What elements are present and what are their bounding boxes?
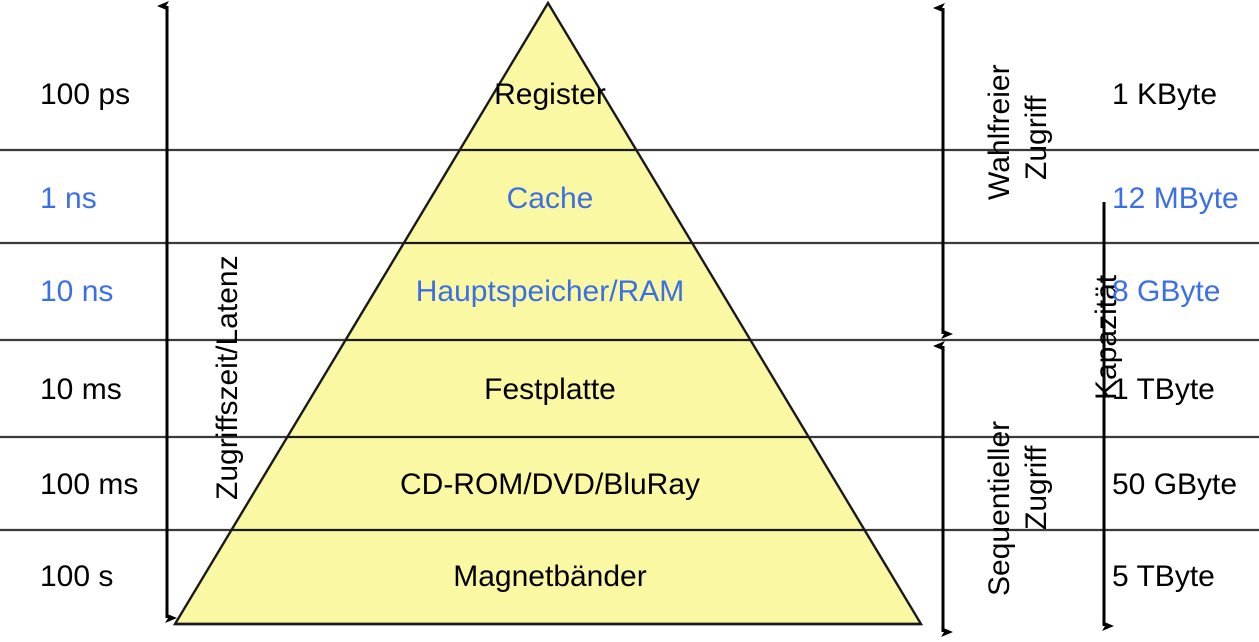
sequential-access-caption-line2: Zugriff [1020, 445, 1053, 530]
capacity-value-ram: 8 GByte [1112, 275, 1221, 308]
capacity-value-cache: 12 MByte [1112, 182, 1239, 215]
random-access-caption-line2: Zugriff [1020, 95, 1053, 180]
tier-label-ram: Hauptspeicher/RAM [415, 275, 685, 308]
capacity-value-tape: 5 TByte [1112, 560, 1215, 593]
latency-value-cache: 1 ns [40, 182, 97, 215]
latency-value-hdd: 10 ms [40, 373, 122, 406]
latency-value-optical: 100 ms [40, 468, 139, 501]
capacity-value-hdd: 1 TByte [1112, 373, 1215, 406]
capacity-value-optical: 50 GByte [1112, 468, 1238, 501]
sequential-access-caption-line1: Sequentieller [983, 420, 1016, 596]
capacity-value-register: 1 KByte [1112, 78, 1218, 111]
latency-value-register: 100 ps [40, 78, 131, 111]
latency-value-ram: 10 ns [40, 275, 114, 308]
tier-label-magnetband: Magnetbänder [453, 560, 647, 593]
tier-label-festplatte: Festplatte [484, 373, 616, 406]
latency-value-tape: 100 s [40, 560, 114, 593]
tier-label-register: Register [494, 78, 606, 111]
tier-label-cache: Cache [506, 182, 594, 215]
tier-label-optical: CD-ROM/DVD/BluRay [399, 468, 701, 501]
random-access-caption-line1: Wahlfreier [983, 64, 1016, 200]
